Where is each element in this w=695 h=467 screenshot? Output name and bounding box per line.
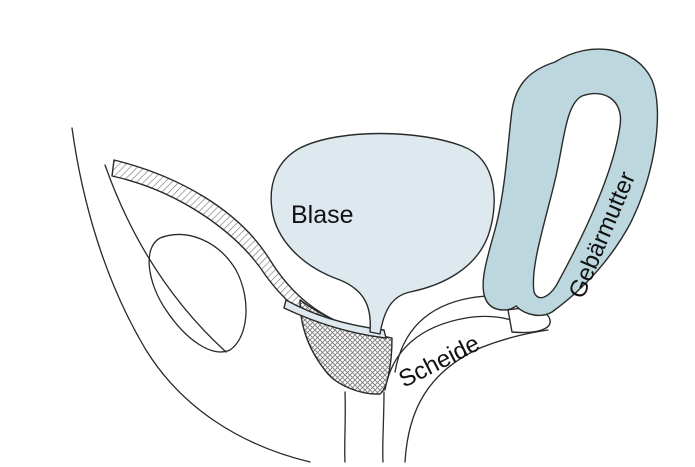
urethra [345,392,384,462]
bladder-label: Blase [291,201,354,229]
vagina-label: Scheide [394,330,484,393]
pubic-bone [149,235,246,352]
